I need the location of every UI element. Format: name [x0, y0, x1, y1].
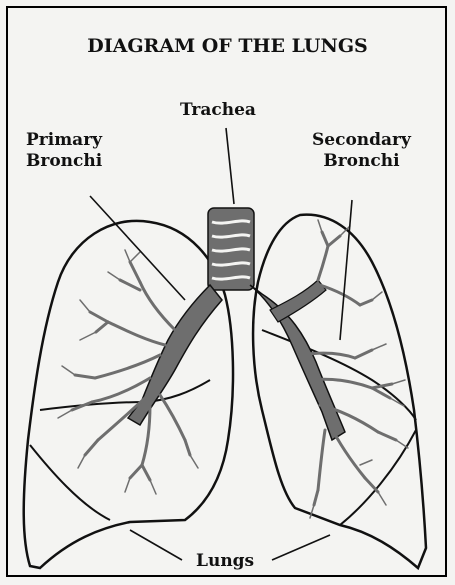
secondary-bronchi-label-line1: Secondary [312, 130, 411, 151]
left-lung-fissure [40, 380, 210, 410]
secondary-bronchi-label: Secondary Bronchi [312, 130, 411, 172]
right-lung-fissure [262, 330, 416, 420]
left-lung-lower-edge [30, 445, 110, 520]
right-lung-outline [253, 215, 426, 568]
left-lung-outline [24, 221, 233, 568]
secondary-bronchi-label-line2: Bronchi [312, 151, 411, 172]
leader-lines [90, 128, 352, 560]
lungs-label-text: Lungs [196, 551, 254, 572]
lungs-leader-left [130, 530, 182, 560]
left-tertiary-bronchi [58, 250, 198, 494]
primary-bronchi-label-line2: Bronchi [26, 151, 102, 172]
right-lung-lower-edge [340, 430, 416, 525]
lungs-leader-right [272, 535, 330, 560]
trachea-label-text: Trachea [180, 100, 256, 121]
left-primary-bronchus [128, 285, 222, 425]
trachea-label: Trachea [180, 100, 256, 121]
trachea-leader [226, 128, 234, 204]
right-tertiary-bronchi [310, 220, 408, 518]
primary-bronchi-label: Primary Bronchi [26, 130, 102, 172]
lungs-label: Lungs [196, 551, 254, 572]
primary-bronchi-leader [90, 196, 185, 300]
primary-bronchi-label-line1: Primary [26, 130, 102, 151]
right-upper-bronchus [270, 280, 326, 322]
secondary-bronchi-leader [340, 200, 352, 340]
diagram-title: DIAGRAM OF THE LUNGS [0, 35, 455, 57]
